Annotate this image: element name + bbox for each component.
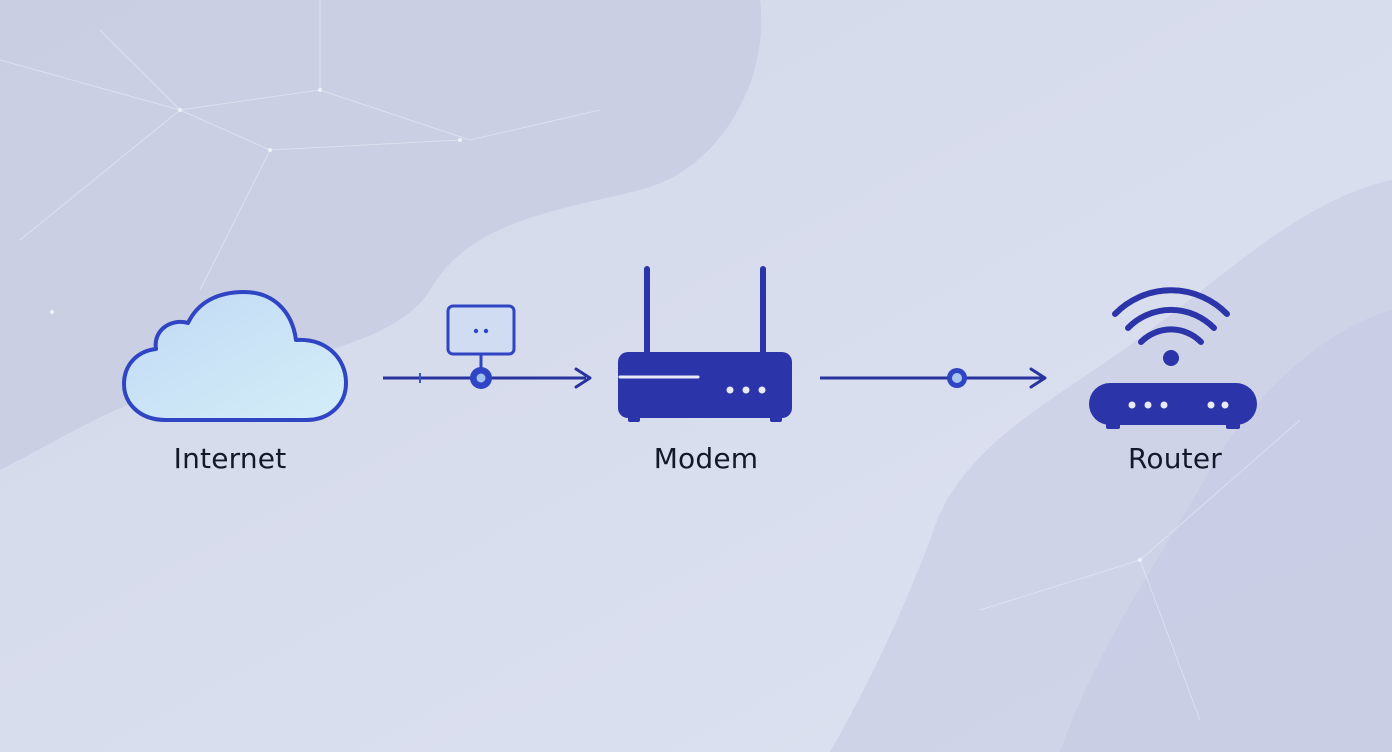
node-label-internet: Internet [173,442,287,475]
arrowhead-modem [574,367,592,389]
wifi-router-icon [1089,287,1257,429]
node-label-modem: Modem [653,442,759,475]
monitor-dot [483,328,489,334]
arrowhead-router [1029,367,1047,389]
node-label-router: Router [1128,442,1222,475]
modem-icon [618,266,792,422]
background-network-dots [50,88,1142,562]
connector-node-center [476,373,486,383]
monitor-icon [446,304,516,356]
connector-node-center [952,373,962,383]
monitor-dot [473,328,479,334]
background-shape-bottom-right-inner [1060,310,1392,752]
cloud-icon [122,290,348,422]
